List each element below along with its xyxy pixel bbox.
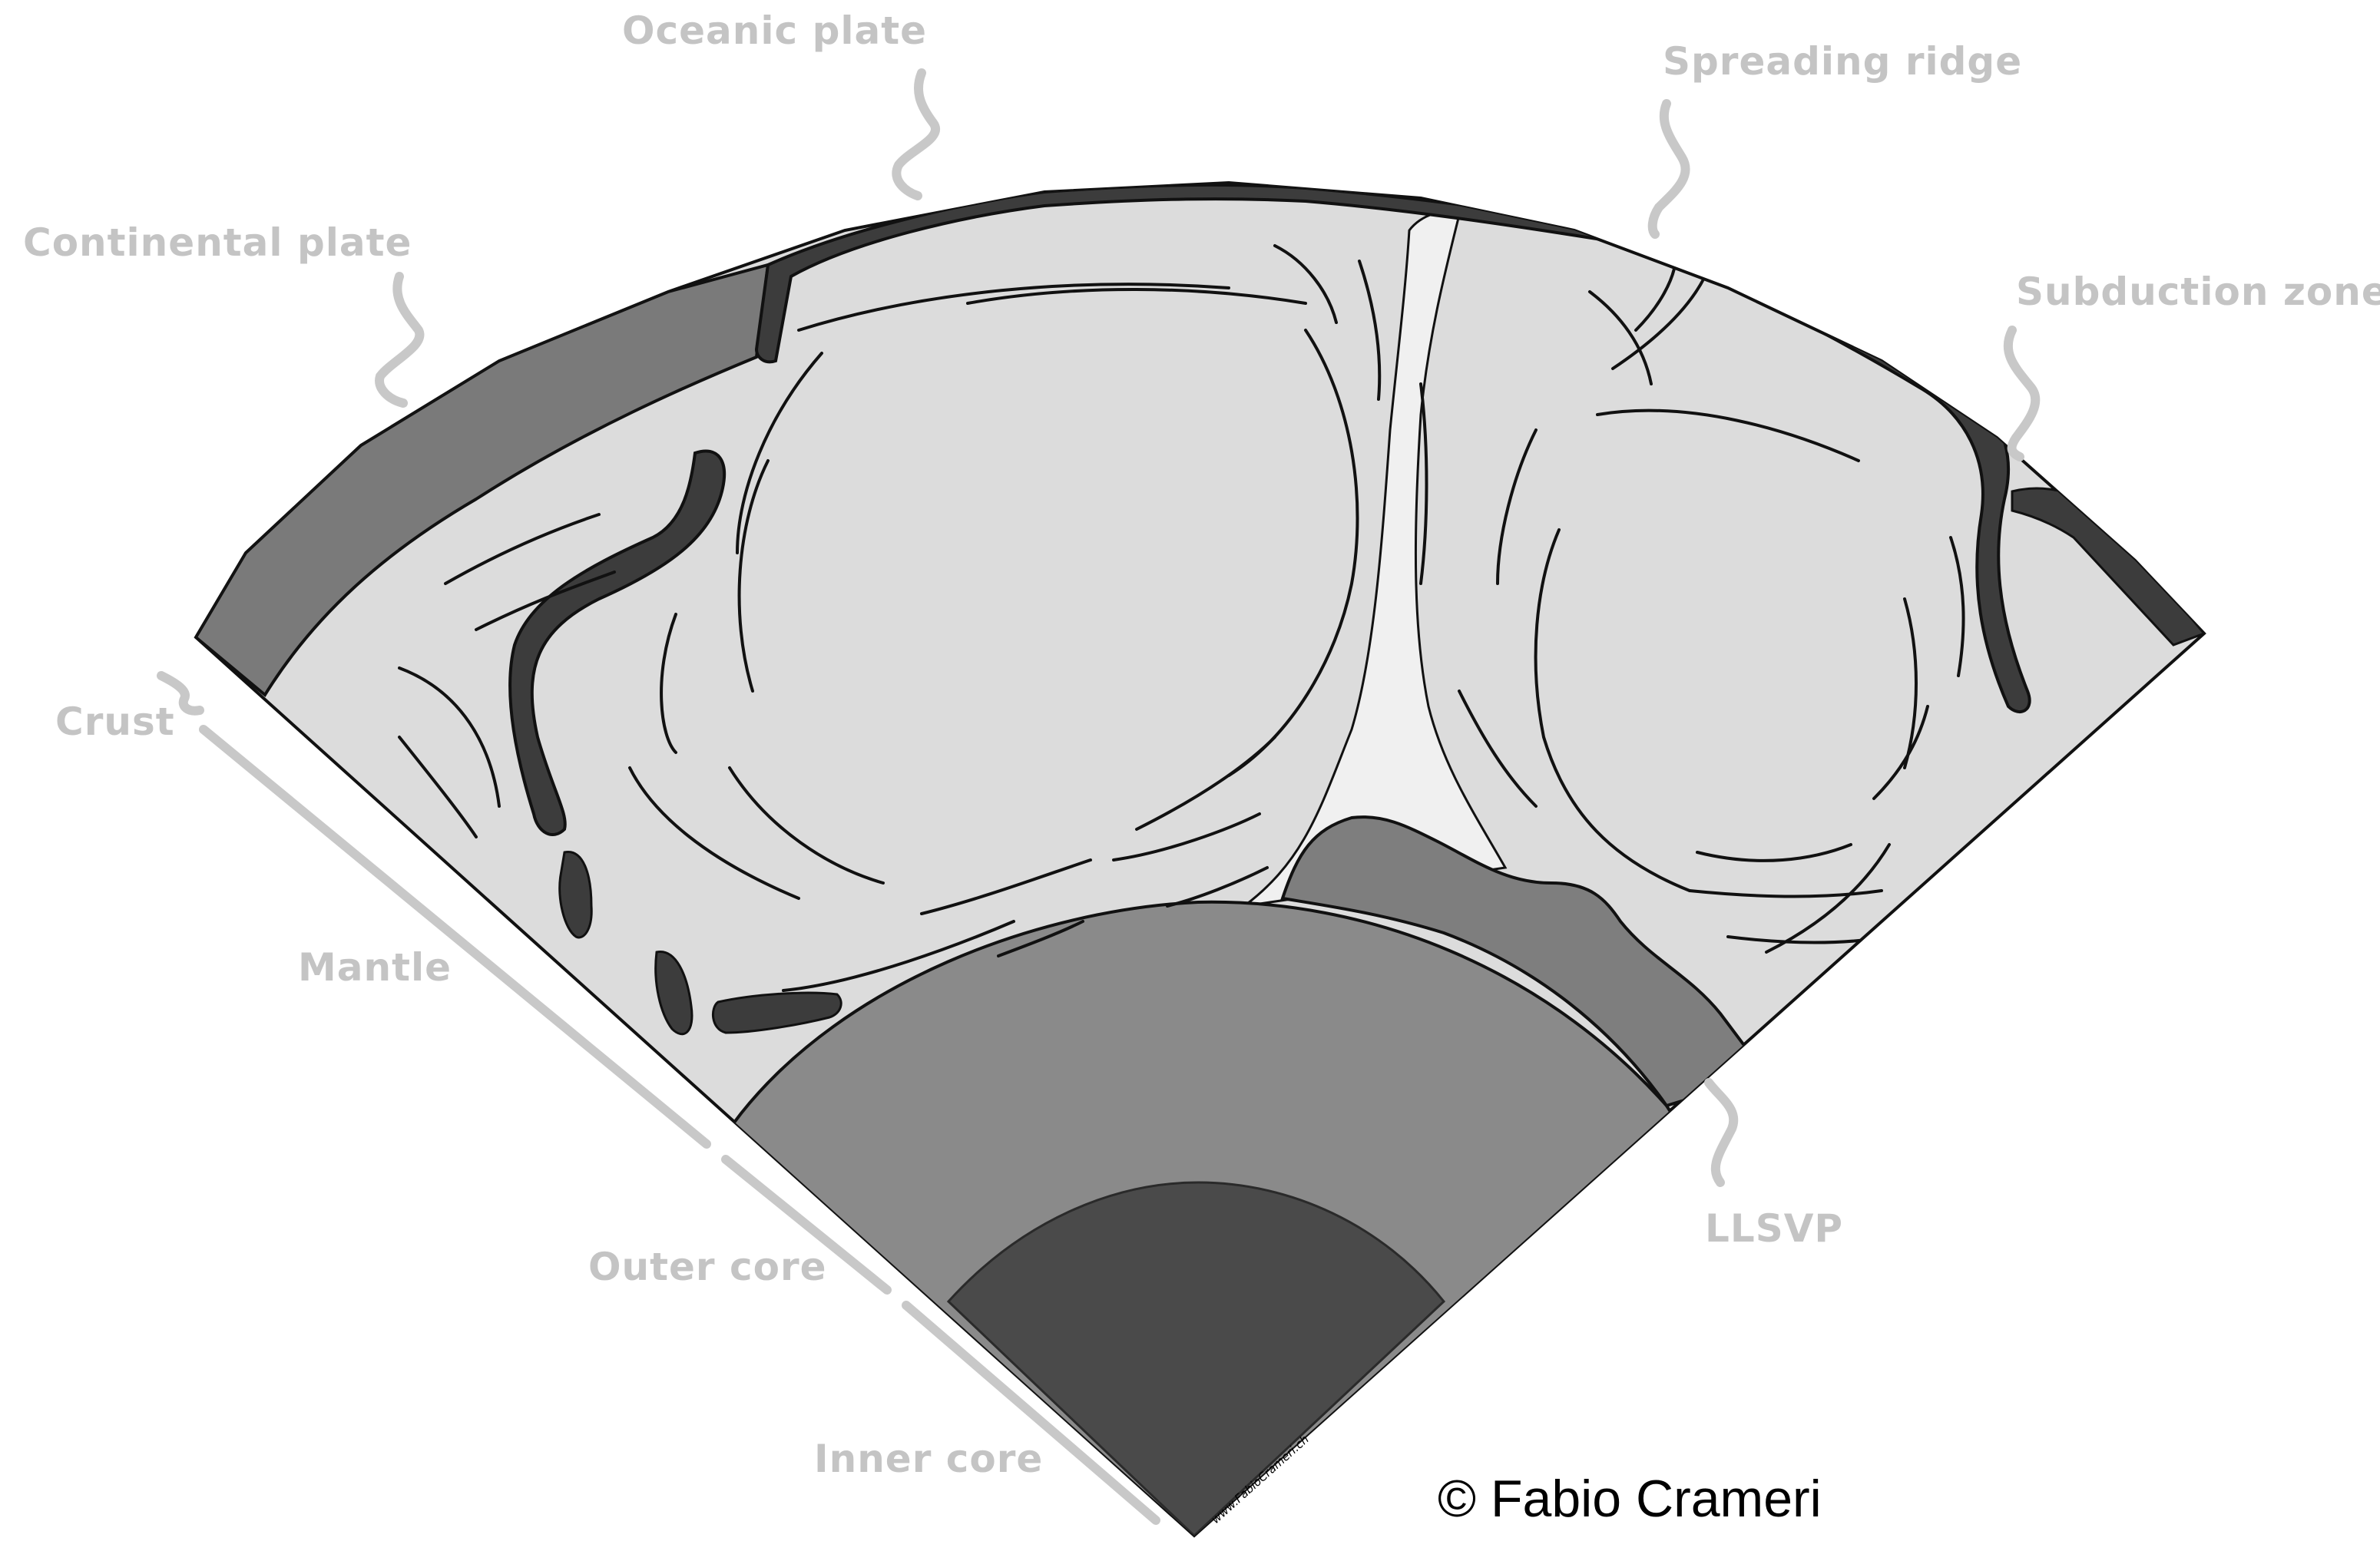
crust-label: Crust (55, 699, 175, 744)
inner-core-label: Inner core (814, 1437, 1043, 1481)
copyright-text: © Fabio Crameri (1438, 1470, 1822, 1528)
mantle-label: Mantle (298, 945, 452, 990)
outer-core-label: Outer core (588, 1245, 827, 1289)
continental-plate-label: Continental plate (23, 220, 412, 265)
llsvp-label: LLSVP (1705, 1206, 1843, 1251)
oceanic-plate-label: Oceanic plate (622, 8, 927, 53)
spreading-ridge-label: Spreading ridge (1663, 39, 2022, 84)
subduction-zone-label: Subduction zone (2016, 270, 2380, 314)
